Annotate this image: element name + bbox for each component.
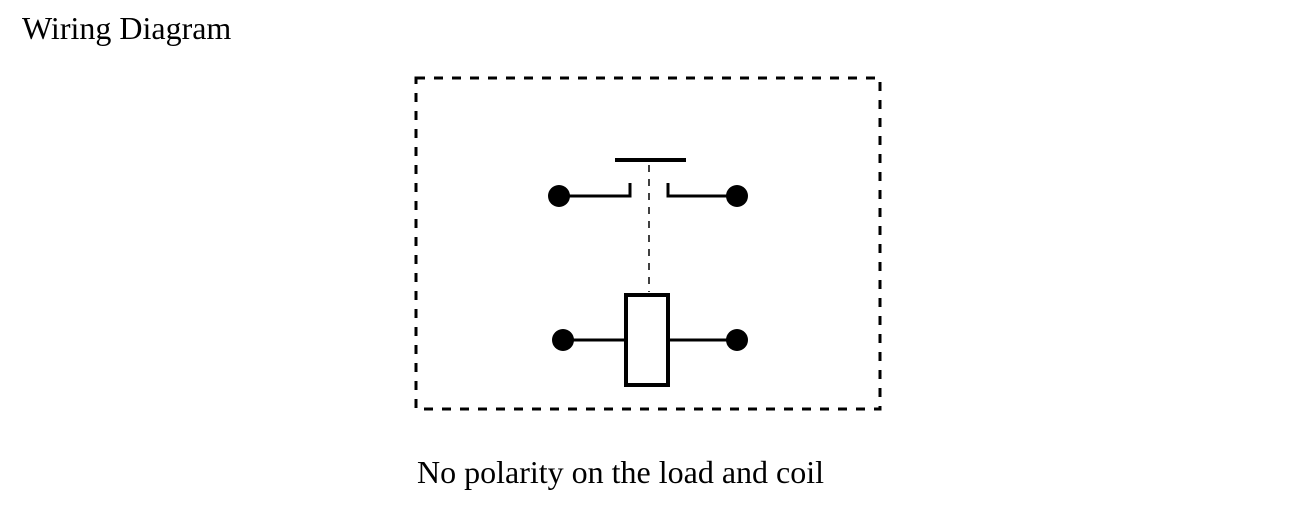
polarity-note: No polarity on the load and coil — [417, 454, 825, 490]
diagram-title: Wiring Diagram — [22, 10, 232, 46]
load-contact-switch — [548, 158, 748, 292]
contact-left-lead — [559, 183, 632, 198]
relay-coil — [552, 293, 748, 387]
contact-right-lead — [666, 183, 737, 198]
relay-enclosure-outline — [414, 76, 882, 411]
coil-body — [624, 293, 670, 387]
